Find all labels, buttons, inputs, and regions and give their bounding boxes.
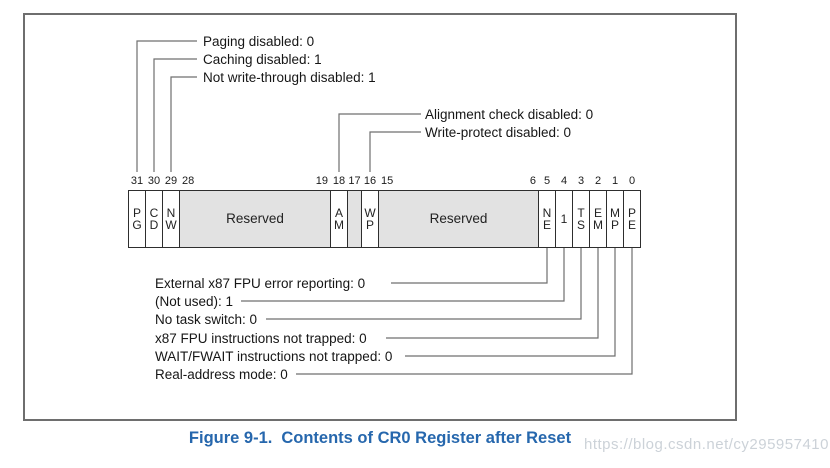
bit-number-right: 6 bbox=[529, 175, 536, 187]
bit-number-left: 15 bbox=[381, 175, 394, 187]
bit-number-label: 2 bbox=[594, 175, 602, 187]
cell-text-line: M bbox=[593, 218, 603, 232]
cell-text-line: Reserved bbox=[429, 210, 488, 226]
cell-text-line: C bbox=[149, 205, 159, 220]
cell-text-line: P bbox=[132, 205, 141, 220]
bit-number-right: 19 bbox=[315, 175, 328, 187]
figure-caption-number: Figure 9-1. bbox=[188, 429, 273, 447]
callout-paging-disabled: Paging disabled: 0 bbox=[203, 34, 315, 49]
figure-caption-title: Contents of CR0 Register after Reset bbox=[281, 429, 572, 447]
bit-number-label: 30 bbox=[147, 175, 161, 187]
cell-text-line: E bbox=[542, 218, 551, 232]
bit-number-label: 18 bbox=[332, 175, 346, 187]
bit-number-label: 15 6 bbox=[378, 174, 539, 190]
bit-number-label: 16 bbox=[363, 175, 377, 187]
cell-text-line: W bbox=[364, 205, 376, 220]
bit-number-label: 31 bbox=[130, 175, 144, 187]
cell-box-one: 1 bbox=[555, 190, 573, 248]
register-cell-reserved-17: 17 bbox=[347, 174, 362, 248]
cell-text-line: N bbox=[542, 205, 552, 220]
bit-number-left: 28 bbox=[182, 175, 195, 187]
cell-text-line: Reserved bbox=[226, 210, 284, 226]
bit-number-label: 0 bbox=[628, 175, 636, 187]
bit-number-label: 29 bbox=[164, 175, 178, 187]
cell-text-line: E bbox=[627, 218, 636, 232]
callout-caching-disabled: Caching disabled: 1 bbox=[203, 52, 322, 67]
cell-text-line: N bbox=[166, 205, 176, 220]
figure-caption: Figure 9-1. Contents of CR0 Register afte… bbox=[23, 429, 737, 448]
cell-text-line: T bbox=[577, 205, 585, 220]
cell-text-line: P bbox=[627, 205, 636, 220]
cell-text-line: W bbox=[165, 218, 177, 232]
bit-number-label: 17 bbox=[348, 175, 361, 187]
bit-number-label: 4 bbox=[560, 175, 568, 187]
cell-text-line: P bbox=[610, 218, 619, 232]
cell-text-line: G bbox=[132, 218, 142, 232]
bit-number-label: 28 19 bbox=[179, 174, 331, 190]
callout-alignment-check: Alignment check disabled: 0 bbox=[425, 107, 594, 122]
cell-text-line: S bbox=[576, 218, 585, 232]
cell-text-line: M bbox=[610, 205, 620, 220]
callout-write-protect: Write-protect disabled: 0 bbox=[425, 125, 572, 140]
bit-number-label: 1 bbox=[611, 175, 619, 187]
callout-no-task-switch: No task switch: 0 bbox=[155, 312, 258, 327]
cell-box-reserved-15-6: Reserved bbox=[378, 190, 539, 248]
callout-fpu-not-trapped: x87 FPU instructions not trapped: 0 bbox=[155, 331, 367, 346]
cell-text-line: M bbox=[334, 218, 344, 232]
cell-text-line: D bbox=[149, 218, 159, 232]
callout-not-used: (Not used): 1 bbox=[155, 294, 234, 309]
watermark-url: https://blog.csdn.net/cy295957410 bbox=[583, 436, 829, 453]
cell-text-line: 1 bbox=[560, 211, 568, 226]
callout-ne-fpu-error: External x87 FPU error reporting: 0 bbox=[155, 276, 366, 291]
callout-real-address-mode: Real-address mode: 0 bbox=[155, 367, 288, 382]
cell-box-reserved-17 bbox=[347, 190, 362, 248]
cell-box-reserved-28-19: Reserved bbox=[179, 190, 331, 248]
bit-number-label: 5 bbox=[543, 175, 551, 187]
cell-text-line: P bbox=[365, 218, 374, 232]
cell-text-line: E bbox=[593, 205, 602, 220]
callout-wait-fwait-not-trapped: WAIT/FWAIT instructions not trapped: 0 bbox=[155, 349, 393, 364]
callout-not-write-through: Not write-through disabled: 1 bbox=[203, 70, 376, 85]
cell-text-line: A bbox=[334, 205, 343, 220]
bit-number-label: 3 bbox=[577, 175, 585, 187]
